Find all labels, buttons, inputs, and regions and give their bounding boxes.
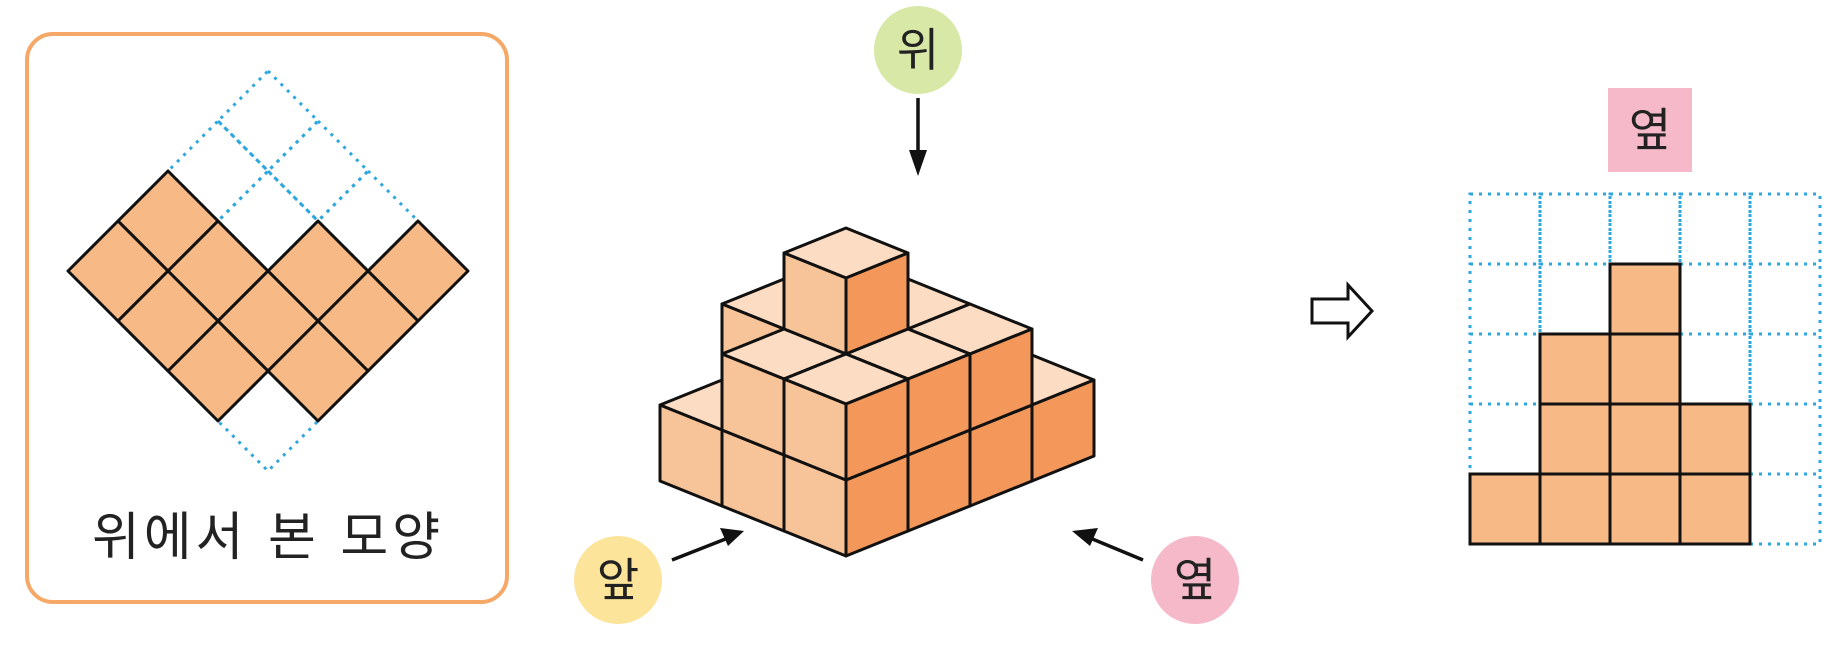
side-view-square bbox=[1468, 472, 1542, 546]
side-grid-cell bbox=[1468, 332, 1542, 406]
side-view-square bbox=[1608, 332, 1682, 406]
arrow-front-shaft bbox=[671, 536, 729, 562]
side-grid-cell bbox=[1748, 262, 1822, 336]
arrow-side-shaft bbox=[1089, 536, 1144, 562]
empty-cell bbox=[265, 118, 371, 224]
label-front-badge bbox=[574, 536, 662, 624]
empty-cell bbox=[315, 168, 421, 274]
arrow-side-head bbox=[1072, 528, 1098, 546]
arrow-top-head bbox=[909, 150, 927, 176]
side-grid-cell bbox=[1608, 192, 1682, 266]
label-top-text: 위 bbox=[897, 23, 939, 77]
label-front-group: 앞 bbox=[574, 528, 744, 624]
side-grid-cell bbox=[1748, 192, 1822, 266]
arrow-front-head bbox=[720, 528, 744, 546]
side-grid-cell bbox=[1538, 262, 1612, 336]
label-top-group: 위 bbox=[874, 6, 962, 176]
side-grid-cell bbox=[1468, 262, 1542, 336]
side-grid-cell bbox=[1468, 402, 1542, 476]
side-view-label: 옆 bbox=[1629, 103, 1671, 157]
side-view-square bbox=[1608, 472, 1682, 546]
side-grid-cell bbox=[1748, 332, 1822, 406]
side-grid-cell bbox=[1748, 472, 1822, 546]
empty-cell bbox=[215, 68, 321, 174]
side-grid-cell bbox=[1538, 192, 1612, 266]
empty-cell bbox=[215, 168, 321, 274]
side-view-grid bbox=[1468, 192, 1822, 546]
side-grid-cell bbox=[1678, 332, 1752, 406]
top-view-frame bbox=[25, 32, 509, 604]
empty-cell bbox=[165, 118, 271, 224]
label-front-text: 앞 bbox=[597, 553, 639, 607]
side-grid-cell bbox=[1678, 262, 1752, 336]
filled-cell bbox=[266, 319, 370, 423]
side-view-square bbox=[1608, 402, 1682, 476]
label-side-group: 옆 bbox=[1072, 528, 1239, 624]
filled-cell bbox=[166, 319, 270, 423]
side-view-square bbox=[1538, 472, 1612, 546]
cube-front-face bbox=[782, 377, 848, 482]
side-view-square bbox=[1538, 332, 1612, 406]
label-side-text: 옆 bbox=[1174, 553, 1216, 607]
side-grid-cell bbox=[1748, 402, 1822, 476]
top-view-caption: 위에서 본 모양 bbox=[92, 508, 444, 568]
cube-stack bbox=[658, 226, 1096, 558]
side-view-square bbox=[1608, 262, 1682, 336]
top-view-panel: 위에서 본 모양 bbox=[25, 32, 509, 604]
result-arrow-icon bbox=[1310, 281, 1375, 341]
side-grid-cell bbox=[1468, 192, 1542, 266]
side-view-square bbox=[1678, 472, 1752, 546]
side-view-square bbox=[1678, 402, 1752, 476]
side-view-panel: 옆 bbox=[1468, 88, 1822, 546]
side-grid-cell bbox=[1678, 192, 1752, 266]
side-view-square bbox=[1538, 402, 1612, 476]
label-top-badge bbox=[874, 6, 962, 94]
side-view-label-bg bbox=[1608, 88, 1692, 172]
label-side-badge bbox=[1151, 536, 1239, 624]
top-view-filled-cells bbox=[66, 169, 470, 423]
